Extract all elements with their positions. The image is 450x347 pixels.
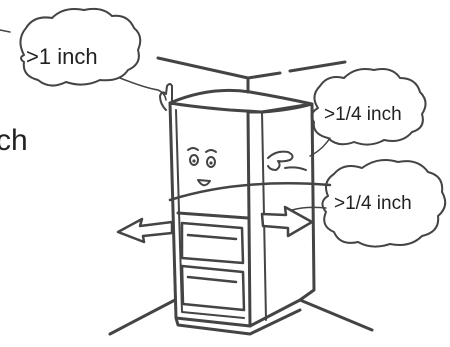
fridge-side: [248, 102, 316, 328]
right-pupil: [209, 161, 213, 165]
side-hand-motion: [284, 166, 307, 171]
arrow-left-icon: [116, 217, 174, 244]
cropped-text: ch: [0, 124, 28, 157]
cloud-top-tail: [119, 77, 167, 101]
wall-ceiling-edge-right-a: [246, 71, 282, 80]
room-corner: [108, 56, 374, 336]
callout-right-upper-label: >1/4 inch: [324, 104, 402, 125]
drawer-lower-handle: [186, 275, 238, 284]
callout-top: >1 inch: [19, 7, 167, 101]
fridge-front-inner: [175, 109, 245, 319]
arrow-right-icon: [260, 205, 314, 238]
wall-ceiling-edge-right-b: [288, 60, 347, 73]
fridge-face: [187, 147, 217, 187]
floor-edge-left: [108, 298, 177, 336]
callout-right-upper: >1/4 inch: [309, 68, 427, 157]
mouth: [197, 179, 211, 187]
wall-ceiling-edge-left: [156, 56, 250, 80]
cloud-top: [19, 7, 142, 87]
callout-right-lower: >1/4 inch: [291, 159, 447, 248]
cloud-right-lower-tail: [291, 206, 327, 211]
cloud-right-upper: [310, 68, 427, 146]
drawer-upper-handle: [186, 233, 238, 241]
pointing-hand-top: [159, 83, 173, 111]
drawer-lower: [180, 264, 246, 312]
callout-top-label: >1 inch: [26, 44, 98, 69]
side-hand: [267, 150, 294, 171]
cloud-right-lower: [321, 159, 447, 248]
callout-right-lower-label: >1/4 inch: [334, 193, 412, 214]
floor-edge-right: [298, 298, 374, 332]
left-pupil: [192, 159, 196, 163]
left-eyebrow: [187, 147, 199, 151]
cloud-right-upper-tail: [309, 137, 331, 157]
right-eyebrow: [205, 149, 217, 153]
door-swing-arc: [168, 182, 332, 202]
fridge-base: [174, 308, 302, 336]
cropped-mark: [0, 29, 11, 33]
upper-door-divider: [176, 211, 250, 220]
drawer-upper: [180, 221, 245, 265]
